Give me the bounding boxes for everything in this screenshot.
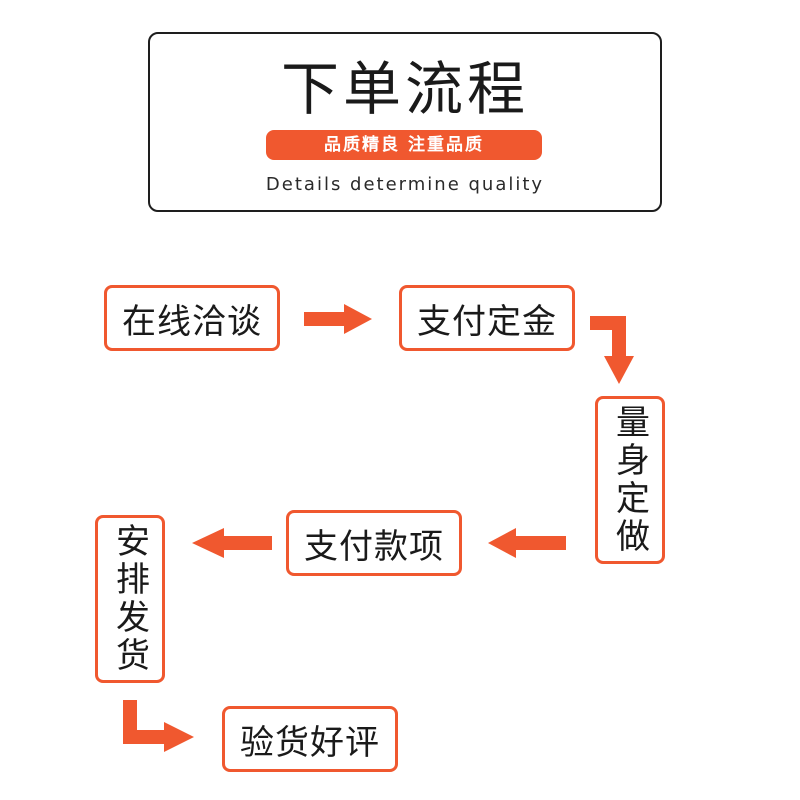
arrow-left-1 bbox=[488, 528, 566, 558]
header-panel: 下单流程 品质精良 注重品质 Details determine quality bbox=[148, 32, 662, 212]
slogan-badge: 品质精良 注重品质 bbox=[266, 130, 542, 160]
step-arrange-shipping: 安排发货 bbox=[95, 515, 165, 683]
step-custom-made: 量身定做 bbox=[595, 396, 665, 564]
page-title: 下单流程 bbox=[280, 55, 529, 123]
step-inspect-review: 验货好评 bbox=[222, 706, 398, 772]
arrow-right-1 bbox=[304, 304, 372, 334]
page-subtitle: Details determine quality bbox=[265, 174, 545, 195]
step-pay-deposit: 支付定金 bbox=[399, 285, 575, 351]
arrow-elbow-right bbox=[123, 700, 194, 752]
step-online-negotiation: 在线洽谈 bbox=[104, 285, 280, 351]
arrow-elbow-down bbox=[590, 316, 634, 384]
step-pay-balance: 支付款项 bbox=[286, 510, 462, 576]
arrow-left-2 bbox=[192, 528, 272, 558]
